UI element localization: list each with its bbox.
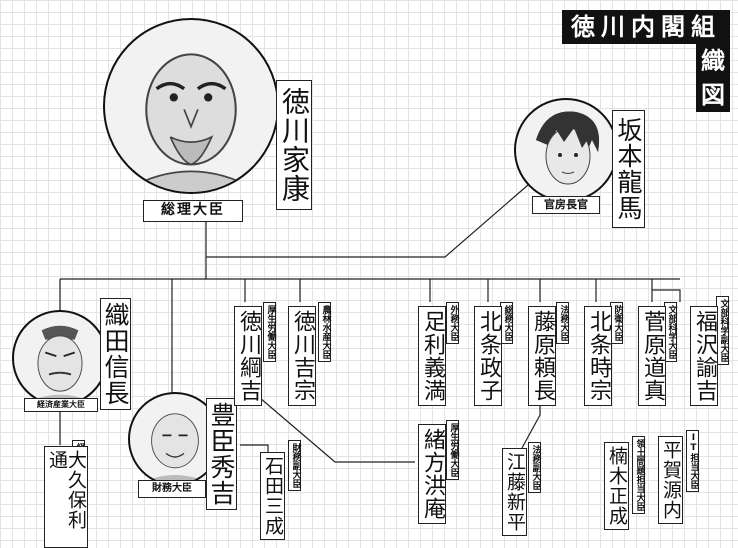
chart-title: 徳川内閣組 bbox=[562, 10, 730, 44]
person-name: 平賀源内 bbox=[658, 436, 683, 524]
person-name: 坂本龍馬 bbox=[612, 110, 645, 228]
role-label: 文部科学副大臣 bbox=[716, 296, 730, 365]
role-label: 防衛大臣 bbox=[610, 302, 624, 344]
ryoma-portrait-icon bbox=[514, 98, 618, 202]
person-name: 江藤新平 bbox=[502, 448, 527, 536]
role-label: 厚生労働大臣 bbox=[263, 302, 277, 362]
person-name: 藤原頼長 bbox=[528, 306, 556, 406]
role-label: 官房長官 bbox=[532, 196, 600, 214]
role-label: 農林水産大臣 bbox=[318, 302, 332, 362]
person-name: 足利義満 bbox=[418, 306, 446, 406]
role-label: 厚生労働大臣 bbox=[446, 420, 460, 480]
person-name: 織田信長 bbox=[100, 298, 131, 410]
role-label: 総務大臣 bbox=[500, 302, 514, 344]
person-name: 楠木正成 bbox=[604, 442, 629, 530]
role-label: 領土問題担当大臣 bbox=[632, 436, 646, 514]
chart-title-cont: 織 bbox=[696, 44, 730, 78]
nobunaga-portrait-icon bbox=[12, 310, 108, 406]
connector-line bbox=[240, 444, 269, 452]
role-label: 文部科学大臣 bbox=[664, 302, 678, 362]
person-name: 福沢諭吉 bbox=[690, 306, 718, 406]
role-label: 法務副大臣 bbox=[528, 442, 542, 493]
person-name: 北条政子 bbox=[474, 306, 502, 406]
person-name: 石田三成 bbox=[260, 452, 285, 540]
role-label: 法務大臣 bbox=[556, 302, 570, 344]
person-name: 豊臣秀吉 bbox=[206, 398, 237, 510]
person-name: 菅原道真 bbox=[638, 306, 666, 406]
connector-line bbox=[259, 397, 415, 463]
role-label: 財務副大臣 bbox=[288, 440, 302, 491]
role-label: IT担当大臣 bbox=[686, 430, 700, 492]
person-name: 徳川吉宗 bbox=[288, 306, 316, 406]
person-name: 北条時宗 bbox=[584, 306, 612, 406]
ieyasu-portrait-icon bbox=[103, 18, 279, 194]
role-label: 外務大臣 bbox=[446, 302, 460, 344]
connector-line bbox=[652, 289, 681, 302]
role-label: 経済産業大臣 bbox=[24, 398, 98, 412]
chart-title-cont2: 図 bbox=[696, 78, 730, 112]
person-name: 徳川家康 bbox=[276, 80, 312, 210]
role-label: 財務大臣 bbox=[138, 480, 206, 498]
person-name: 大久保利通 bbox=[44, 446, 88, 548]
connector-line bbox=[521, 400, 541, 449]
person-name: 緒方洪庵 bbox=[418, 424, 446, 524]
connector-line bbox=[206, 184, 529, 258]
person-name: 徳川綱吉 bbox=[234, 306, 262, 406]
role-label: 総理大臣 bbox=[143, 200, 243, 222]
